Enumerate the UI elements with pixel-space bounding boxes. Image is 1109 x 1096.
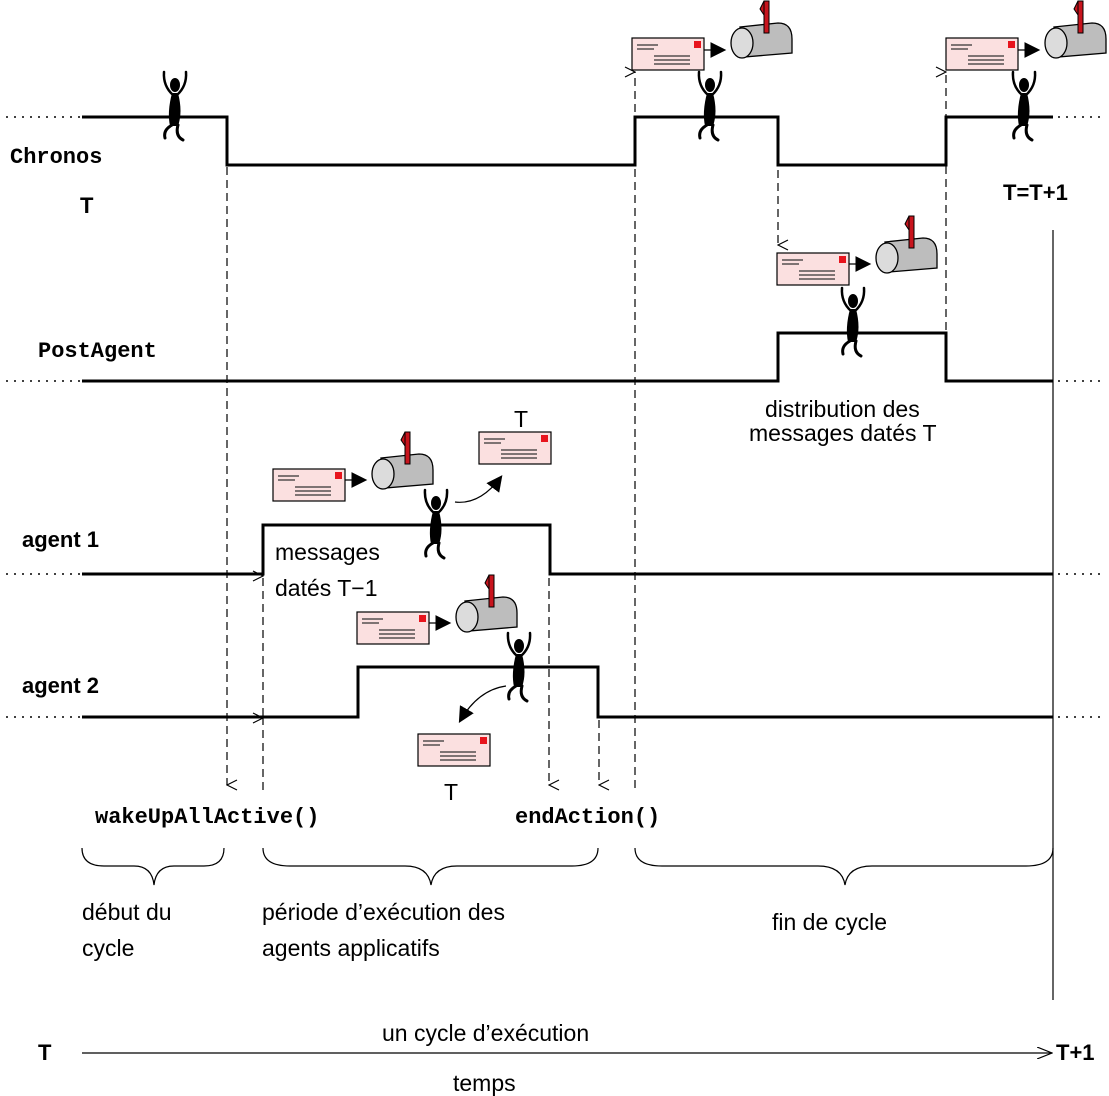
chronos-label: Chronos <box>10 145 102 170</box>
send-arrow <box>458 685 507 723</box>
start-brace <box>81 847 225 886</box>
chronos-mail-2 <box>945 0 1107 71</box>
exec-brace <box>262 847 599 886</box>
exec-phase-line2: agents applicatifs <box>262 935 440 961</box>
agent1-label: agent 1 <box>22 527 99 552</box>
agent1-note-line2: datés T−1 <box>275 575 378 601</box>
envelope-icon <box>272 468 346 502</box>
mailbox-icon <box>455 574 518 633</box>
mailbox-icon <box>875 215 938 274</box>
agent2-outgoing <box>417 685 507 767</box>
chronos-mail-1 <box>631 0 793 71</box>
start-phase-line1: début du <box>82 899 172 925</box>
dashed-arrows <box>227 72 946 790</box>
chronos-agent-icon <box>162 70 188 142</box>
end-brace <box>634 847 1054 886</box>
agent1-outgoing <box>454 431 552 503</box>
agent2-inbox <box>356 574 518 645</box>
envelope-icon <box>945 37 1019 71</box>
chronos-agent-icon <box>697 70 723 142</box>
mailbox-icon <box>1044 0 1107 59</box>
postagent-label: PostAgent <box>38 339 157 364</box>
end-call-label: endAction() <box>515 805 660 830</box>
agent2-label: agent 2 <box>22 673 99 698</box>
postagent-agent-icon <box>840 286 866 358</box>
chronos-agent-icon <box>1011 70 1037 142</box>
agent2-envelope-tag: T <box>444 779 458 805</box>
envelope-icon <box>478 431 552 465</box>
postagent-mail <box>776 215 938 286</box>
envelope-icon <box>417 733 491 767</box>
postagent-note-line2: messages datés T <box>749 420 937 446</box>
postagent-signal <box>6 331 1105 383</box>
send-arrow <box>454 475 503 503</box>
envelope-icon <box>776 252 850 286</box>
timeline-start: T <box>38 1040 52 1065</box>
timeline-end: T+1 <box>1056 1040 1095 1065</box>
wake-call-label: wakeUpAllActive() <box>95 805 319 830</box>
start-phase-line2: cycle <box>82 935 134 961</box>
agent1-inbox <box>272 431 434 502</box>
exec-phase-line1: période d’exécution des <box>262 899 505 925</box>
chronos-time-label: T <box>80 193 94 218</box>
agent1-signal <box>6 523 1105 576</box>
agent2-signal <box>6 665 1105 719</box>
mailbox-icon <box>371 431 434 490</box>
axis-label: temps <box>453 1070 516 1096</box>
chronos-next-time-label: T=T+1 <box>1003 180 1068 205</box>
envelope-icon <box>356 611 430 645</box>
agent1-envelope-tag: T <box>514 406 528 432</box>
mailbox-icon <box>730 0 793 59</box>
end-phase-label: fin de cycle <box>772 909 887 935</box>
postagent-note-line1: distribution des <box>765 396 920 422</box>
cycle-label: un cycle d’exécution <box>382 1020 589 1046</box>
agent1-note-line1: messages <box>275 539 380 565</box>
envelope-icon <box>631 37 705 71</box>
